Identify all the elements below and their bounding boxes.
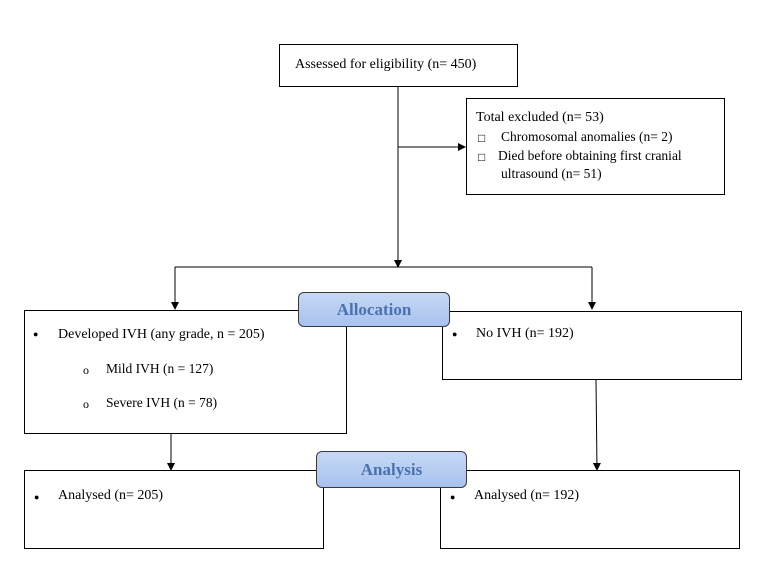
excluded-item: Chromosomal anomalies (n= 2) [501,129,673,144]
no-ivh-label: No IVH (n= 192) [476,326,574,341]
sub-bullet-icon: o [83,397,89,411]
sub-bullet-icon: o [83,363,89,377]
ivh-sub-label-severe: Severe IVH (n = 78) [106,395,218,410]
excluded-box: Total excluded (n= 53) □ Chromosomal ano… [466,98,725,195]
allocation-stage-label: Allocation [298,292,450,327]
analysed-right-box: ● Analysed (n= 192) [440,470,740,549]
bullet-icon: ● [452,329,458,339]
analysed-right-label: Analysed (n= 192) [474,488,580,503]
bullet-icon: ● [34,492,40,502]
analysis-stage-label: Analysis [316,451,467,488]
bullet-icon: ● [33,329,39,339]
assessed-box: Assessed for eligibility (n= 450) [279,44,518,87]
no-ivh-box: ● No IVH (n= 192) [442,311,742,380]
ivh-main-label: Developed IVH (any grade, n = 205) [58,327,265,342]
ivh-group-box: ● Developed IVH (any grade, n = 205) o M… [24,310,347,434]
analysed-left-box: ● Analysed (n= 205) [24,470,324,549]
bullet-icon: ● [450,492,456,502]
right-analysis-arrow [592,379,601,471]
excluded-item: Died before obtaining first cranial [498,148,682,163]
assessed-label: Assessed for eligibility (n= 450) [295,57,477,72]
analysed-left-label: Analysed (n= 205) [58,488,164,503]
ivh-sub-label-mild: Mild IVH (n = 127) [106,361,214,376]
checkbox-bullet-icon: □ [478,131,486,145]
excluded-item-continued: ultrasound (n= 51) [501,166,602,181]
excluded-title: Total excluded (n= 53) [476,110,604,125]
checkbox-bullet-icon: □ [478,150,486,164]
